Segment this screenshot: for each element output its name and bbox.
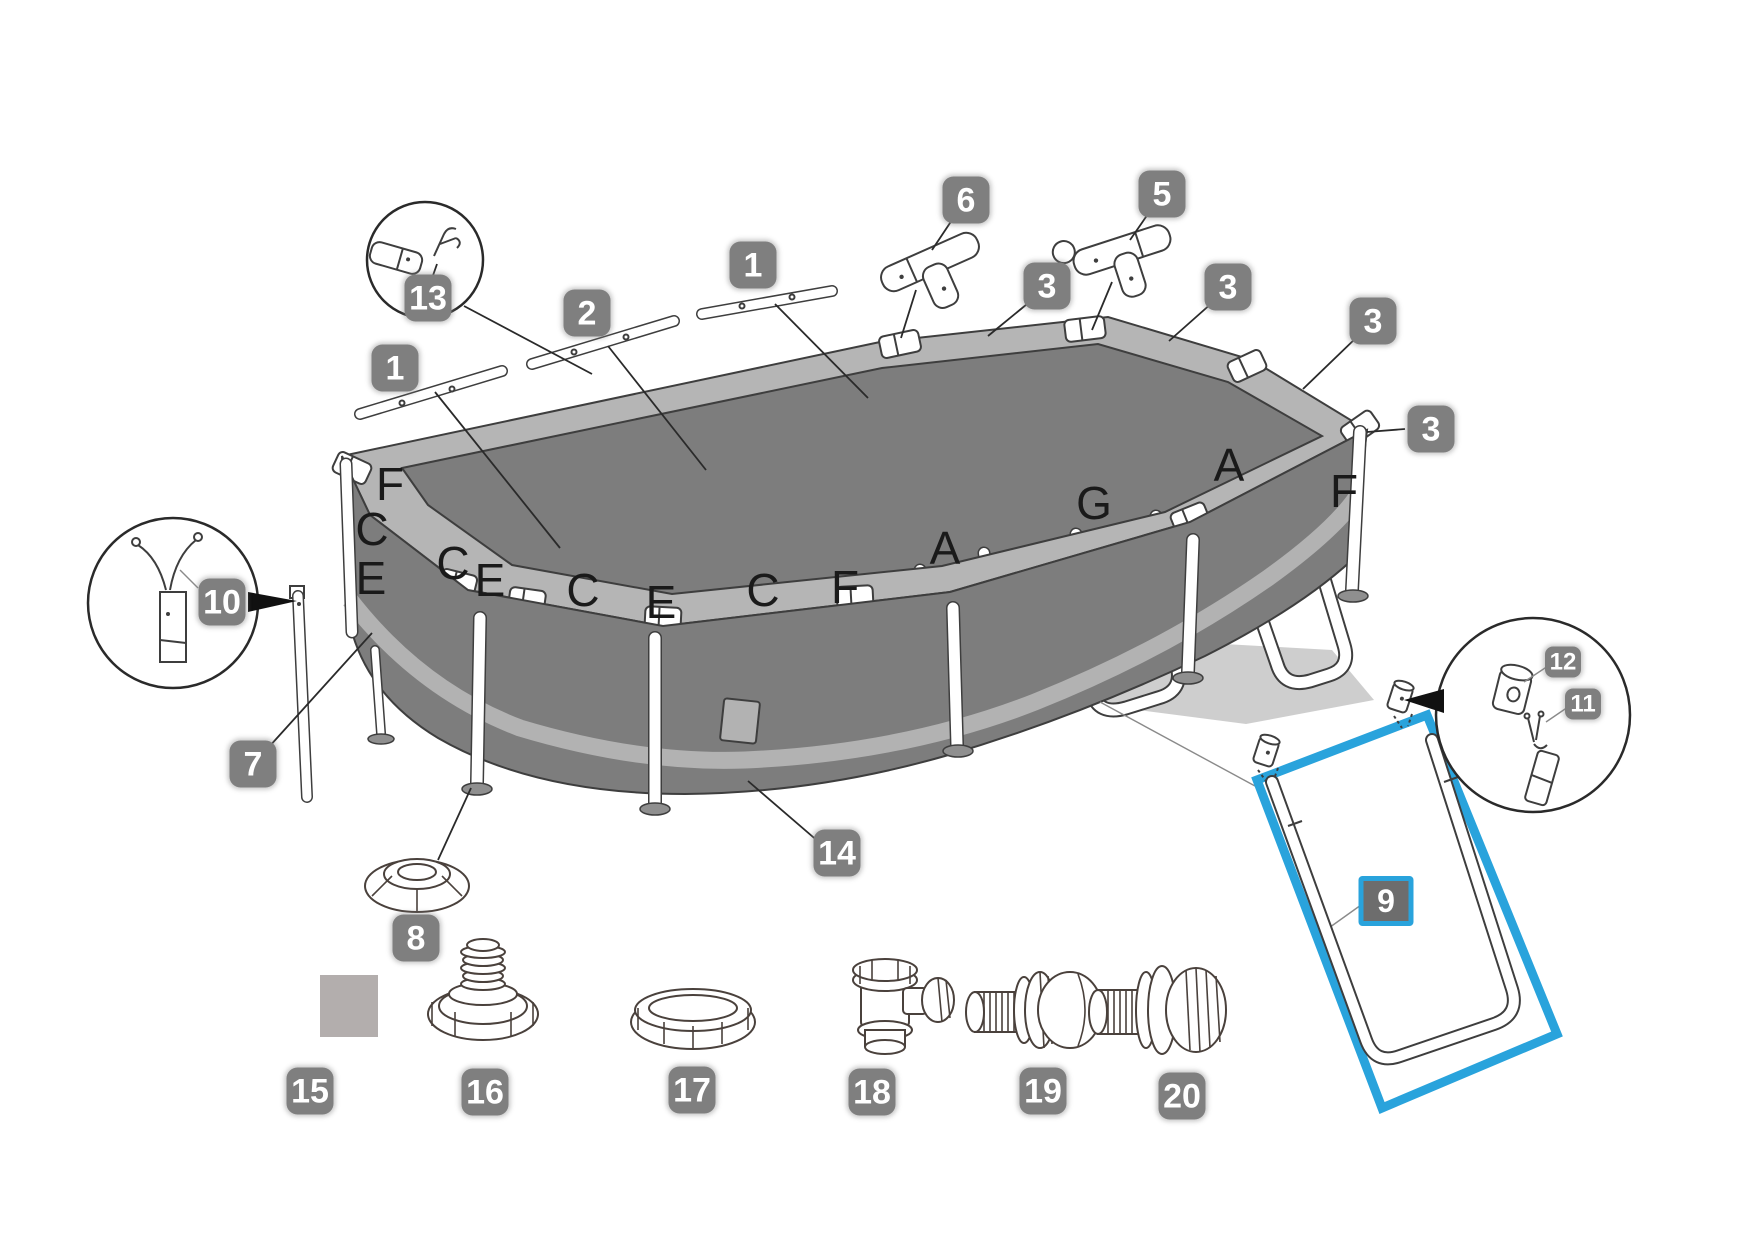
part-badge-19: 19 — [1019, 1067, 1067, 1115]
part-badge-7: 7 — [229, 740, 277, 788]
part-badge-10: 10 — [198, 578, 246, 626]
detail-bubble-10 — [86, 516, 297, 690]
part-badge-11: 11 — [1565, 688, 1601, 720]
frame-letter-E: E — [474, 554, 506, 606]
cap-pin-left — [1252, 733, 1281, 768]
loose-top-rails — [354, 285, 838, 420]
control-valve-part18 — [852, 958, 955, 1055]
part-badge-12: 12 — [1545, 646, 1581, 678]
part-badge-17: 17 — [668, 1066, 716, 1114]
cap-pin-right — [1386, 679, 1415, 714]
part-badge-3: 3 — [1349, 297, 1397, 345]
drain-valve-part16 — [427, 938, 539, 1041]
pool-interior — [402, 344, 1322, 594]
part-badge-18: 18 — [848, 1068, 896, 1116]
frame-letter-F: F — [375, 458, 405, 510]
part-badge-3: 3 — [1204, 263, 1252, 311]
part-badge-13: 13 — [404, 274, 452, 322]
strap-buckle — [719, 697, 761, 745]
frame-letter-C: C — [436, 537, 470, 589]
part-badge-9: 9 — [1358, 876, 1414, 926]
part-badge-14: 14 — [813, 829, 861, 877]
outlet-strainer-part20 — [1088, 965, 1227, 1055]
frame-letter-F: F — [1329, 465, 1359, 517]
frame-letter-C: C — [355, 503, 389, 555]
frame-letter-G: G — [1076, 477, 1112, 529]
frame-letter-C: C — [566, 564, 600, 616]
part-badge-6: 6 — [942, 176, 990, 224]
leader-lines — [267, 213, 1406, 936]
part-badge-1: 1 — [729, 241, 777, 289]
pool-wall — [341, 428, 1369, 796]
frame-letter-A: A — [929, 522, 961, 574]
part-badge-16: 16 — [461, 1068, 509, 1116]
frame-letter-E: E — [355, 552, 387, 604]
foot-cap-part8 — [364, 858, 470, 913]
frame-letter-E: E — [645, 576, 677, 628]
inlet-strainer-part19 — [965, 971, 1103, 1049]
frame-letter-A: A — [1213, 439, 1245, 491]
detail-bubble-11-12 — [1404, 616, 1632, 814]
part-badge-3: 3 — [1023, 262, 1071, 310]
loose-leg-part7 — [289, 585, 313, 803]
part-badge-3: 3 — [1407, 405, 1455, 453]
frame-letter-C: C — [746, 564, 780, 616]
part-badge-8: 8 — [392, 914, 440, 962]
tee-connector-5 — [1051, 224, 1172, 298]
part-badge-5: 5 — [1138, 170, 1186, 218]
tee-connector-6 — [880, 231, 980, 309]
frame-legs — [339, 425, 1369, 816]
highlight-box — [1251, 709, 1563, 1114]
valve-cap-part17 — [630, 988, 756, 1050]
frame-letter-F: F — [830, 561, 860, 613]
repair-patch-part15 — [320, 975, 378, 1037]
part-badge-1: 1 — [371, 344, 419, 392]
part9-highlight-group — [1251, 679, 1563, 1114]
part-badge-20: 20 — [1158, 1072, 1206, 1120]
wall-strap — [343, 492, 1363, 769]
part-badge-15: 15 — [286, 1067, 334, 1115]
part-badge-2: 2 — [563, 289, 611, 337]
